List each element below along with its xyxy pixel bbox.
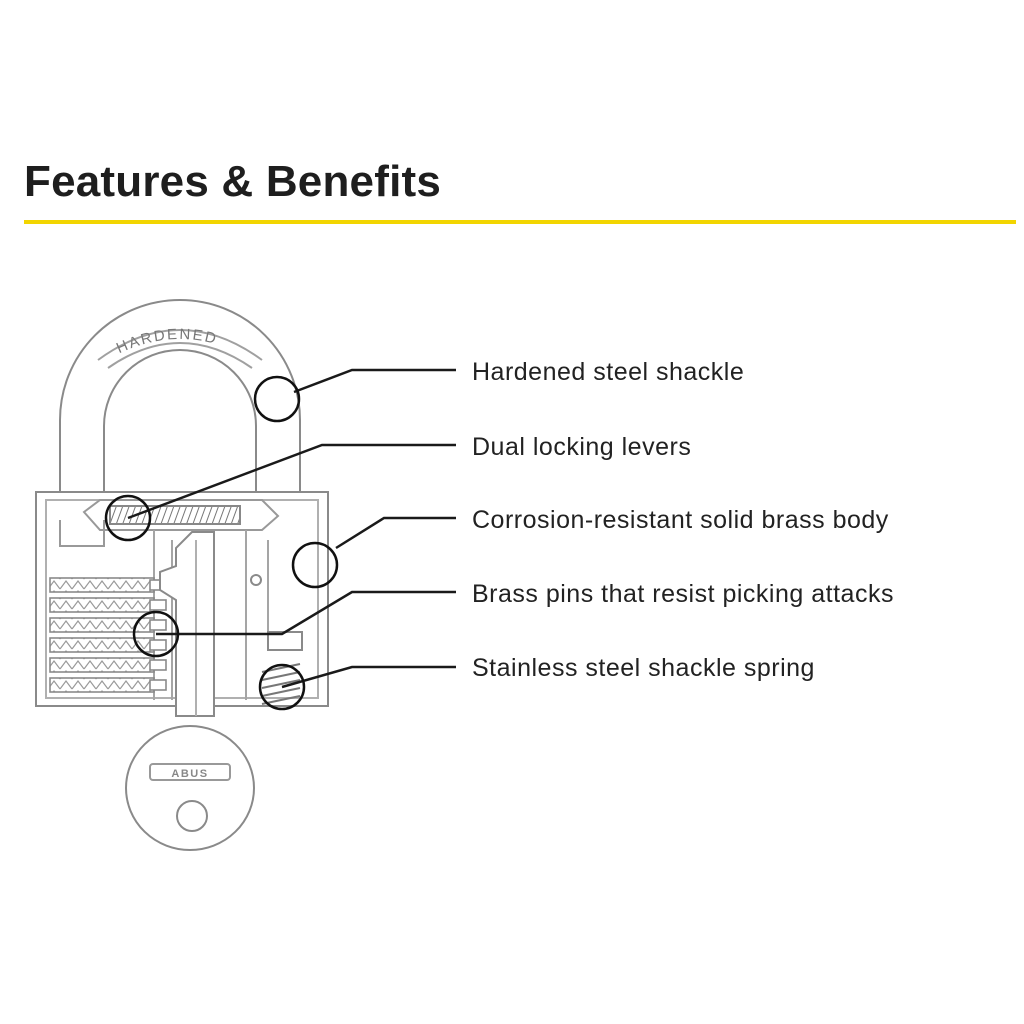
callout-brass-pins: Brass pins that resist picking attacks <box>472 580 894 608</box>
callout-hardened-shackle: Hardened steel shackle <box>472 358 745 386</box>
leader-line-5 <box>281 665 456 689</box>
shackle <box>59 299 301 540</box>
leader-line-2 <box>127 443 456 520</box>
shackle-spring <box>261 663 301 705</box>
highlight-ring-spring <box>258 663 306 711</box>
highlight-ring-shackle <box>253 375 301 423</box>
callout-shackle-spring: Stainless steel shackle spring <box>472 654 815 682</box>
pin-stack <box>49 577 167 693</box>
leader-line-4 <box>156 590 456 636</box>
page-title: Features & Benefits <box>24 157 442 206</box>
leader-line-1 <box>293 368 456 394</box>
callout-brass-body: Corrosion-resistant solid brass body <box>472 506 889 534</box>
key-brand: ABUS <box>171 768 208 780</box>
leader-line-3 <box>335 516 456 550</box>
key <box>125 531 255 851</box>
highlight-ring-levers <box>104 494 152 542</box>
highlight-ring-body <box>291 541 339 589</box>
highlight-ring-pins <box>132 610 180 658</box>
title-underline <box>24 220 1016 224</box>
highlight-rings <box>104 375 339 711</box>
callout-dual-locking-levers: Dual locking levers <box>472 433 692 461</box>
leader-lines <box>127 368 456 689</box>
